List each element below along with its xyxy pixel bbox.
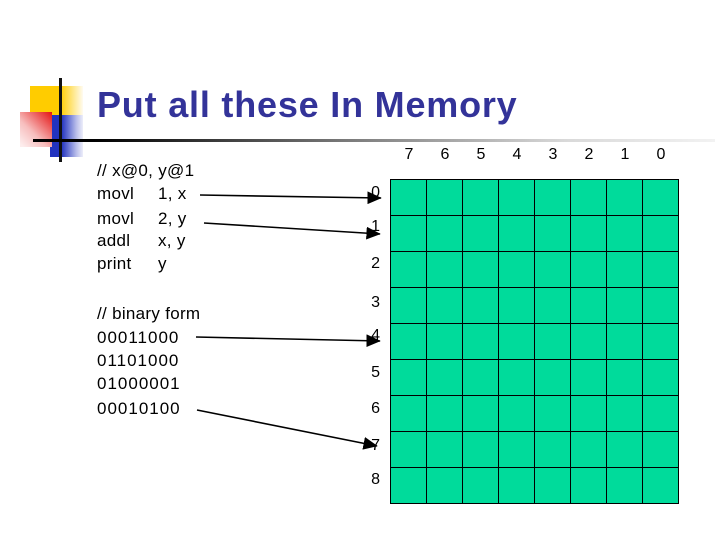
- memory-row-label: 2: [371, 255, 380, 272]
- memory-row-label: 0: [371, 184, 380, 201]
- instruction-mnemonic: print: [97, 254, 132, 273]
- arrow-binary4-to-row7: [196, 409, 378, 450]
- memory-row-label: 1: [371, 218, 380, 235]
- memory-col-header: 7: [404, 146, 414, 163]
- memory-col-header: 1: [620, 146, 630, 163]
- instruction-line: movl 1, x: [97, 184, 187, 205]
- memory-row-label: 7: [371, 437, 380, 454]
- memory-col-header: 5: [476, 146, 486, 163]
- instruction-line: print y: [97, 254, 167, 275]
- slide-title: Put all these In Memory: [97, 84, 518, 125]
- memory-row-label: 5: [371, 364, 380, 381]
- binary-value: 00010100: [97, 399, 181, 418]
- memory-row-label: 3: [371, 294, 380, 311]
- memory-col-header: 2: [584, 146, 594, 163]
- binary-value: 01000001: [97, 374, 181, 393]
- instruction-operands: 2, y: [158, 209, 187, 228]
- title-underline: [33, 139, 715, 142]
- binary-value: 00011000: [97, 328, 180, 347]
- memory-col-headers: 7 6 5 4 3 2 1 0: [391, 146, 679, 166]
- memory-row-label: 6: [371, 400, 380, 417]
- deco-vertical-line: [59, 78, 62, 162]
- instruction-mnemonic: addl: [97, 231, 131, 250]
- memory-col-header: 3: [548, 146, 558, 163]
- memory-row-label: 4: [371, 327, 380, 344]
- instruction-mnemonic: movl: [97, 209, 135, 228]
- code-comment: // x@0, y@1: [97, 161, 195, 180]
- instruction-line: addl x, y: [97, 231, 186, 252]
- instruction-operands: 1, x: [158, 184, 187, 203]
- binary-comment: // binary form: [97, 304, 201, 323]
- memory-row-label: 8: [371, 471, 380, 488]
- memory-col-header: 4: [512, 146, 522, 163]
- memory-grid: [390, 179, 679, 504]
- deco-blue-square: [50, 115, 83, 157]
- binary-value: 01101000: [97, 351, 180, 370]
- instruction-operands: y: [158, 254, 167, 273]
- instruction-line: movl 2, y: [97, 209, 187, 230]
- instruction-mnemonic: movl: [97, 184, 135, 203]
- memory-col-header: 0: [656, 146, 666, 163]
- instruction-operands: x, y: [158, 231, 186, 250]
- memory-col-header: 6: [440, 146, 450, 163]
